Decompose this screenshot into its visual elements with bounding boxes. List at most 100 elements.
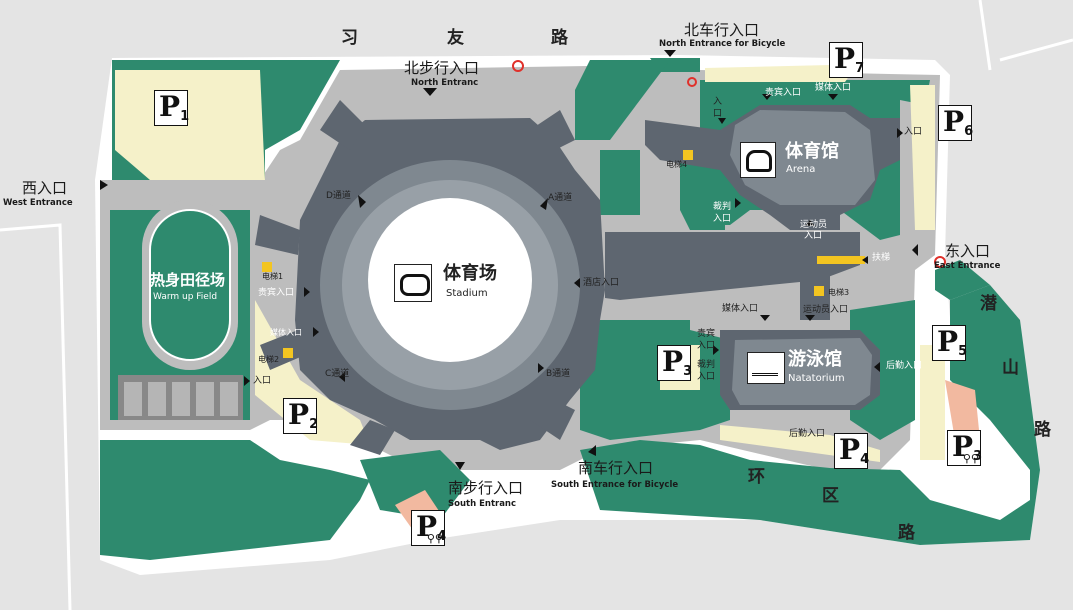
hotel-entrance: 酒店入口 [583,278,620,288]
parking-letter: P [416,510,438,543]
natatorium-building [720,330,880,410]
elevator1-label: 电梯1 [262,272,284,281]
parking-number: 3 [683,364,693,379]
south-entrance-en: South Entranc [448,499,517,509]
parking-letter: P [662,345,684,378]
referee-entrance-arena-2: 入口 [713,214,732,224]
north-marker [512,60,524,72]
south-bike-entrance-en: South Entrance for Bicycle [551,480,679,490]
entrance-arena-left-1: 入 [713,97,723,107]
parking-number: 1 [180,109,190,124]
connector-arm [770,215,840,230]
parking-p4: P4 [834,433,870,469]
parking-p2: P2 [283,398,318,434]
road-east-1: 潜 [980,294,997,314]
logistics-entrance-right: 后勤入口 [886,361,923,371]
parking-number: 4 [860,452,870,467]
warmup-track [118,200,243,420]
south-bike-entrance-label: 南车行入口 [578,459,654,477]
vip-entrance-arena: 贵宾入口 [765,88,802,98]
road-north-2: 友 [447,28,464,48]
elevators [262,150,865,358]
entrance-arena-right: 入口 [904,127,923,137]
arena-name: 体育馆 [785,141,839,162]
bicycle-icon: ⚲⚲ [426,532,443,545]
vip-entrance-nat-1: 贵宾 [697,329,716,339]
elevator3-label: 电梯3 [828,288,850,297]
road-north-3: 路 [551,28,568,48]
parking-number: 4 [437,529,447,544]
parking-number: 3 [973,449,983,464]
referee-entrance-nat-2: 入口 [697,372,716,382]
entrance-arena-left-2: 口 [713,109,723,119]
natatorium-icon [747,352,785,384]
parking-number: 6 [964,124,974,139]
referee-entrance-arena-1: 裁判 [713,202,732,212]
stadium-icon [394,264,432,302]
arena-name-en: Arena [786,164,816,175]
parking-p1: P1 [154,90,190,126]
vip-entrance-left: 贵宾入口 [258,288,295,298]
east-marker [934,256,946,268]
media-entrance-left: 媒体入口 [270,328,302,337]
parking-p3-bike: P3⚲⚲ [947,430,983,466]
stadium-name-en: Stadium [446,288,488,299]
parking-p3: P3 [657,345,693,381]
c-passage-label: C通道 [325,369,350,379]
north-entrance-en: North Entranc [411,78,479,88]
parking-letter: P [839,433,861,466]
stadium-name: 体育场 [443,263,497,284]
parking-number: 5 [958,344,968,359]
media-entrance-arena: 媒体入口 [815,83,852,93]
road-south-3: 路 [898,523,915,543]
bike-marker [687,77,697,87]
natatorium-name-en: Natatorium [788,373,845,384]
athlete-entrance-arena-1: 运动员 [800,220,828,230]
bicycle-icon: ⚲⚲ [962,452,979,465]
vip-entrance-nat-2: 入口 [697,341,716,351]
north-entrance-label: 北步行入口 [404,59,480,77]
parking-number: 7 [855,61,865,76]
elevator4-label: 电梯4 [666,160,688,169]
media-entrance-nat: 媒体入口 [722,304,759,314]
road-north-1: 习 [341,28,358,48]
referee-entrance-nat-1: 裁判 [697,360,716,370]
swimmer-icon [752,363,778,376]
escalator-label: 扶梯 [872,253,891,263]
parking-letter: P [943,105,965,138]
parking-p6: P6 [938,105,974,141]
parking-letter: P [834,42,856,75]
south-entrance-label: 南步行入口 [448,479,524,497]
road-south-2: 区 [822,486,839,506]
warmup-field-name: 热身田径场 [150,271,226,289]
east-entrance-en: East Entrance [934,261,1001,271]
athlete-entrance-nat: 运动员入口 [803,305,849,315]
parking-letter: P [952,430,974,463]
north-bike-entrance-label: 北车行入口 [684,21,760,39]
north-bike-entrance-en: North Entrance for Bicycle [659,39,786,49]
west-entrance-en: West Entrance [3,198,73,208]
stadium-building [255,100,605,455]
logistics-entrance-bottom: 后勤入口 [789,429,826,439]
arena-icon [740,142,776,178]
natatorium-name: 游泳馆 [788,349,842,370]
parking-p7: P7 [829,42,865,78]
east-entrance-label: 东入口 [945,242,991,260]
warmup-field-name-en: Warm up Field [153,292,218,302]
elevator2-label: 电梯2 [258,355,280,364]
athlete-entrance-arena-2: 入口 [804,231,823,241]
d-passage-label: D通道 [326,191,351,201]
connector-walkway [605,232,860,300]
west-entrance-label: 西入口 [22,179,68,197]
road-south-1: 环 [748,467,765,487]
b-passage-label: B通道 [546,369,571,379]
parking-letter: P [937,325,959,358]
parking-p5: P5 [932,325,968,361]
road-east-2: 山 [1002,358,1019,378]
a-passage-label: A通道 [548,193,573,203]
parking-letter: P [288,398,310,431]
entrance-arrows [100,50,918,470]
